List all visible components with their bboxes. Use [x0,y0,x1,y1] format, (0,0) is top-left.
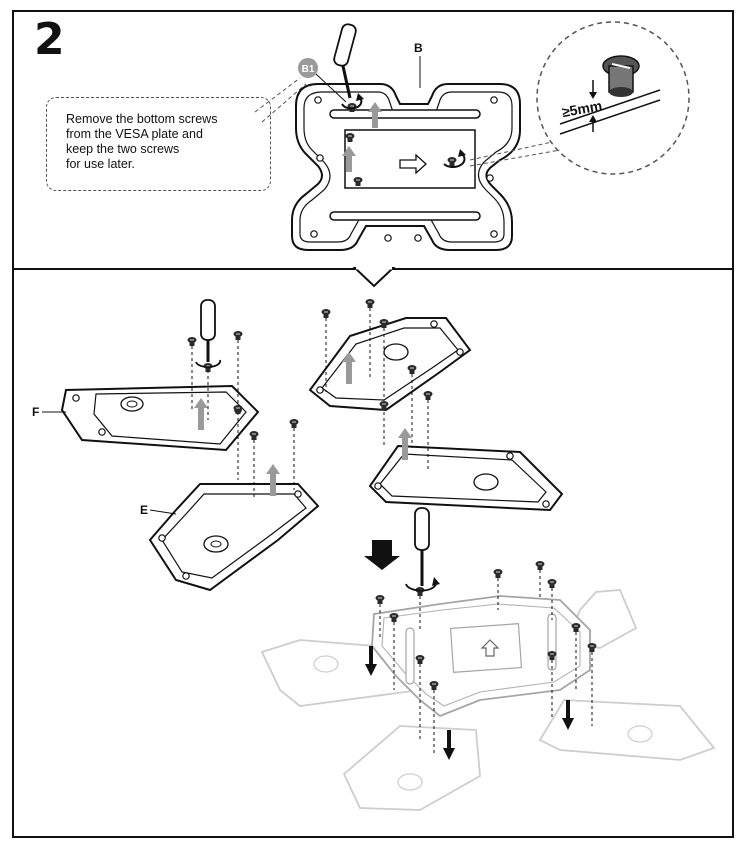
detail-screw-icon [602,55,640,97]
instruction-callout [46,97,271,191]
screwdriver-icon [333,23,357,99]
bracket-f [60,384,260,452]
orientation-arrow-icon [480,639,500,657]
step-number: 2 [34,14,65,65]
bracket-label-e: E [140,503,148,517]
rotate-arrow-icon [341,97,363,110]
screwdriver-icon-3 [405,507,440,592]
assembled-mount [260,589,716,811]
direction-arrow-icon [399,153,427,175]
bracket-label-f: F [32,405,39,419]
down-arrow-icon [364,540,400,570]
lift-arrow-icon [368,102,382,128]
screwdriver-icon-2 [195,299,222,368]
plate-label-b: B [414,41,423,55]
page-frame [12,10,734,838]
detail-circle [536,21,690,175]
bracket-e [148,483,320,592]
divider-notch [352,267,396,288]
bracket-lower-right [368,444,564,512]
callout-pointer-line [254,77,301,113]
screw-ref-label: B1 [302,64,315,75]
screw-ref-badge [298,58,318,78]
instruction-text: Remove the bottom screws from the VESA p… [66,112,218,171]
measurement-label: ≥5mm [561,97,604,120]
bracket-upper-right [308,317,472,412]
